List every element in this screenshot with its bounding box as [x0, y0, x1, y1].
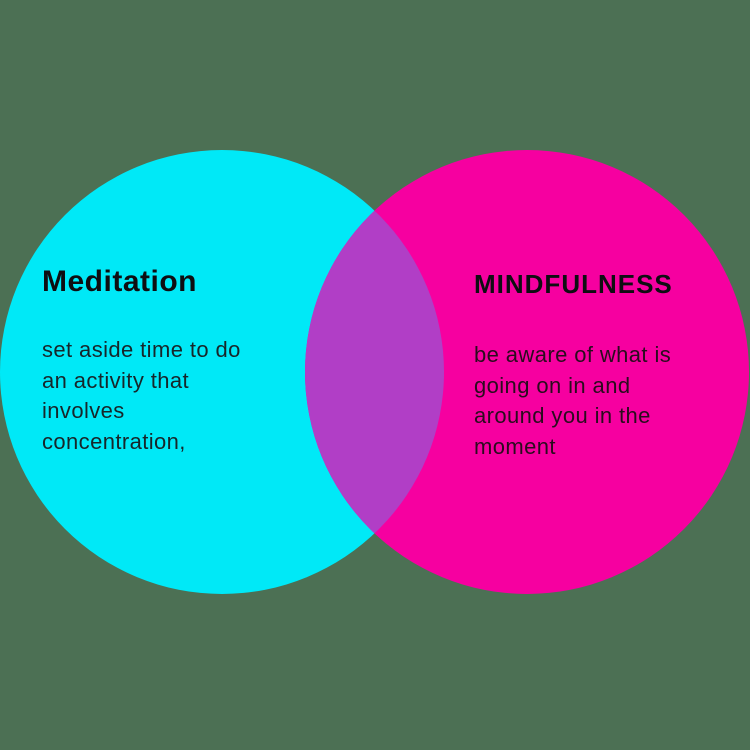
mindfulness-circle	[305, 150, 749, 594]
meditation-desc-line: set aside time to do	[42, 337, 241, 362]
mindfulness-title: MINDFULNESS	[474, 269, 673, 299]
mindfulness-desc-line: around you in the	[474, 403, 651, 428]
meditation-text-block: Meditation set aside time to do an activ…	[42, 266, 241, 457]
mindfulness-desc-line: be aware of what is	[474, 342, 672, 367]
meditation-description: set aside time to do an activity that in…	[42, 335, 241, 457]
meditation-desc-line: an activity that	[42, 367, 190, 393]
mindfulness-desc-line: moment	[474, 433, 556, 459]
mindfulness-text-block: MINDFULNESS be aware of what is going on…	[474, 268, 673, 462]
meditation-desc-line: concentration,	[42, 428, 186, 454]
mindfulness-desc-line: going on in and	[474, 372, 631, 398]
meditation-circle	[0, 150, 444, 594]
mindfulness-description: be aware of what is going on in and arou…	[474, 340, 673, 462]
meditation-desc-line: involves	[42, 398, 125, 423]
meditation-title: Meditation	[42, 265, 197, 298]
